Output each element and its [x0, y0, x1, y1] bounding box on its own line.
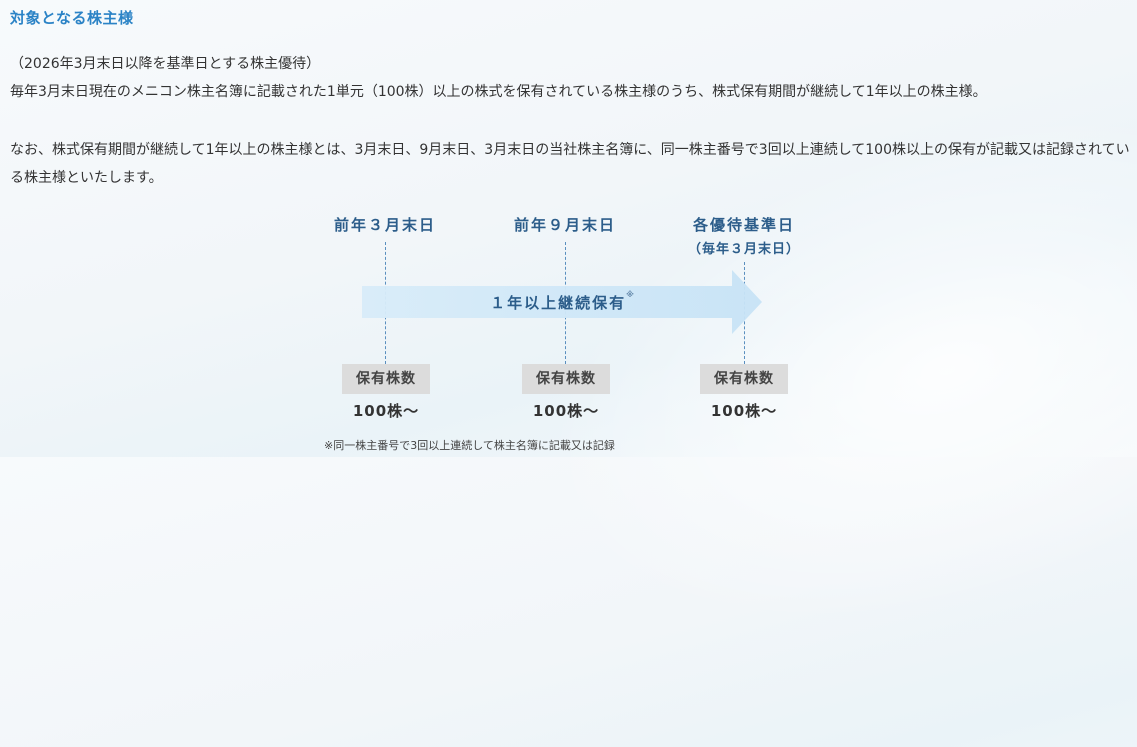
column-label-record-date: 各優待基準日: [692, 216, 795, 234]
column-label-prior-march: 前年３月末日: [333, 216, 436, 234]
shares-count-prior-march: 100株〜: [352, 402, 420, 420]
eligibility-description: 毎年3月末日現在のメニコン株主名簿に記載された1単元（100株）以上の株式を保有…: [10, 84, 987, 100]
shares-count-record-date: 100株〜: [710, 402, 778, 420]
shares-box-prior-march: 保有株数: [342, 364, 430, 394]
section-heading: 対象となる株主様: [10, 9, 134, 27]
holding-arrow: [362, 270, 762, 334]
shares-box-record-date: 保有株数: [700, 364, 788, 394]
holding-period-description: なお、株式保有期間が継続して1年以上の株主様とは、3月末日、9月末日、3月末日の…: [10, 142, 1130, 186]
holding-arrow-label: １年以上継続保有※: [490, 290, 634, 312]
eligibility-subtitle: （2026年3月末日以降を基準日とする株主優待）: [10, 56, 321, 72]
arrow-note-mark: ※: [626, 290, 634, 299]
column-label-prior-september: 前年９月末日: [513, 216, 616, 234]
column-sublabel-record-date: （毎年３月末日）: [687, 242, 800, 257]
diagram-footnote: ※同一株主番号で3回以上連続して株主名簿に記載又は記録: [324, 439, 615, 452]
shares-box-prior-september: 保有株数: [522, 364, 610, 394]
shares-count-prior-september: 100株〜: [532, 402, 600, 420]
